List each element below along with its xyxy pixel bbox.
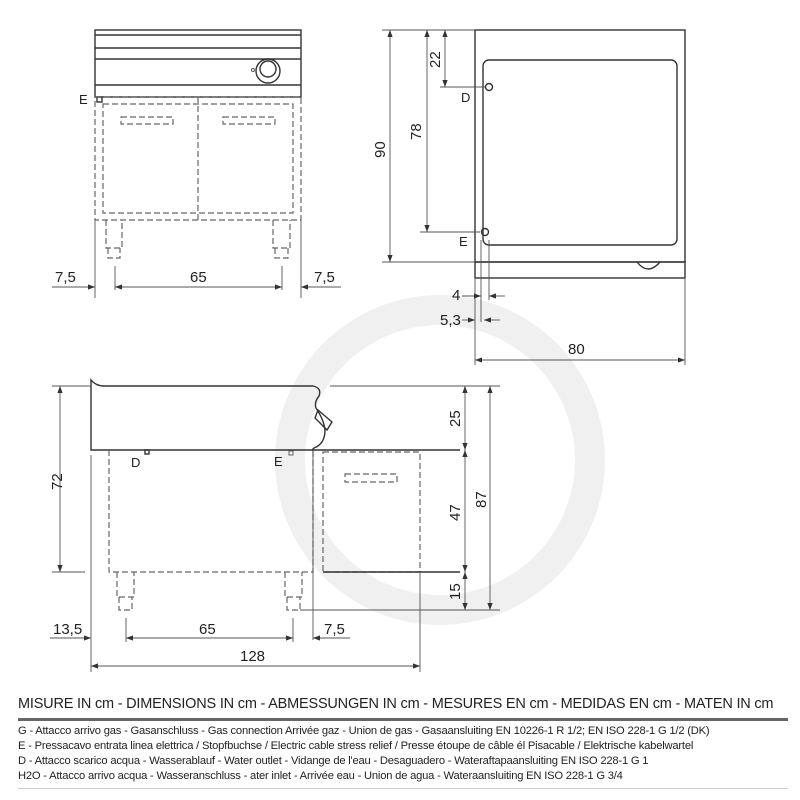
lower-label-e: E bbox=[274, 454, 283, 469]
dim-lower-height: 72 bbox=[49, 473, 66, 490]
footer: MISURE IN cm - DIMENSIONS IN cm - ABMESS… bbox=[18, 696, 788, 789]
dim-lower-right: 7,5 bbox=[324, 621, 345, 638]
dim-height: 90 bbox=[372, 141, 389, 158]
dim-lower-width: 128 bbox=[240, 648, 265, 665]
dim-to-d: 22 bbox=[427, 51, 444, 68]
dim-middle-section: 47 bbox=[447, 504, 464, 521]
legend-item-water: H2O - Attacco arrivo acqua - Wasseransch… bbox=[18, 770, 623, 782]
lower-label-d: D bbox=[131, 455, 140, 470]
legend-item-electric: E - Pressacavo entrata linea elettrica /… bbox=[18, 740, 694, 752]
side-label-e: E bbox=[459, 234, 468, 249]
side-label-d: D bbox=[461, 90, 470, 105]
dim-depth: 80 bbox=[568, 341, 585, 358]
front-view: E 7,5 65 7,5 bbox=[52, 29, 341, 298]
connection-label-e: E bbox=[79, 92, 88, 107]
dim-center: 65 bbox=[190, 269, 207, 286]
legend-item-drain: D - Attacco scarico acqua - Wasserablauf… bbox=[18, 755, 649, 767]
legend-item-gas: G - Attacco arrivo gas - Gasanschluss - … bbox=[18, 725, 710, 737]
side-view: D E 90 78 22 4 5,3 80 bbox=[372, 29, 686, 365]
dim-left: 7,5 bbox=[55, 269, 76, 286]
dim-lower-center: 65 bbox=[199, 621, 216, 638]
dim-bottom-section: 15 bbox=[447, 583, 464, 600]
dim-offset-5-3: 5,3 bbox=[440, 312, 461, 329]
connection-legend: G - Attacco arrivo gas - Gasanschluss - … bbox=[18, 721, 788, 789]
dim-offset-4: 4 bbox=[452, 287, 460, 304]
dim-top-section: 25 bbox=[447, 410, 464, 427]
lower-view: D E 72 25 47 15 87 13,5 65 7,5 128 bbox=[49, 378, 500, 672]
technical-drawing: E 7,5 65 7,5 D E 90 78 bbox=[49, 29, 686, 672]
dim-right: 7,5 bbox=[314, 269, 335, 286]
watermark-logo bbox=[275, 295, 605, 625]
dim-total-height: 87 bbox=[473, 491, 490, 508]
control-knob-icon bbox=[251, 58, 281, 84]
dim-lower-left: 13,5 bbox=[53, 621, 82, 638]
dim-to-e: 78 bbox=[408, 123, 425, 140]
dimensions-unit-heading: MISURE IN cm - DIMENSIONS IN cm - ABMESS… bbox=[18, 696, 788, 721]
